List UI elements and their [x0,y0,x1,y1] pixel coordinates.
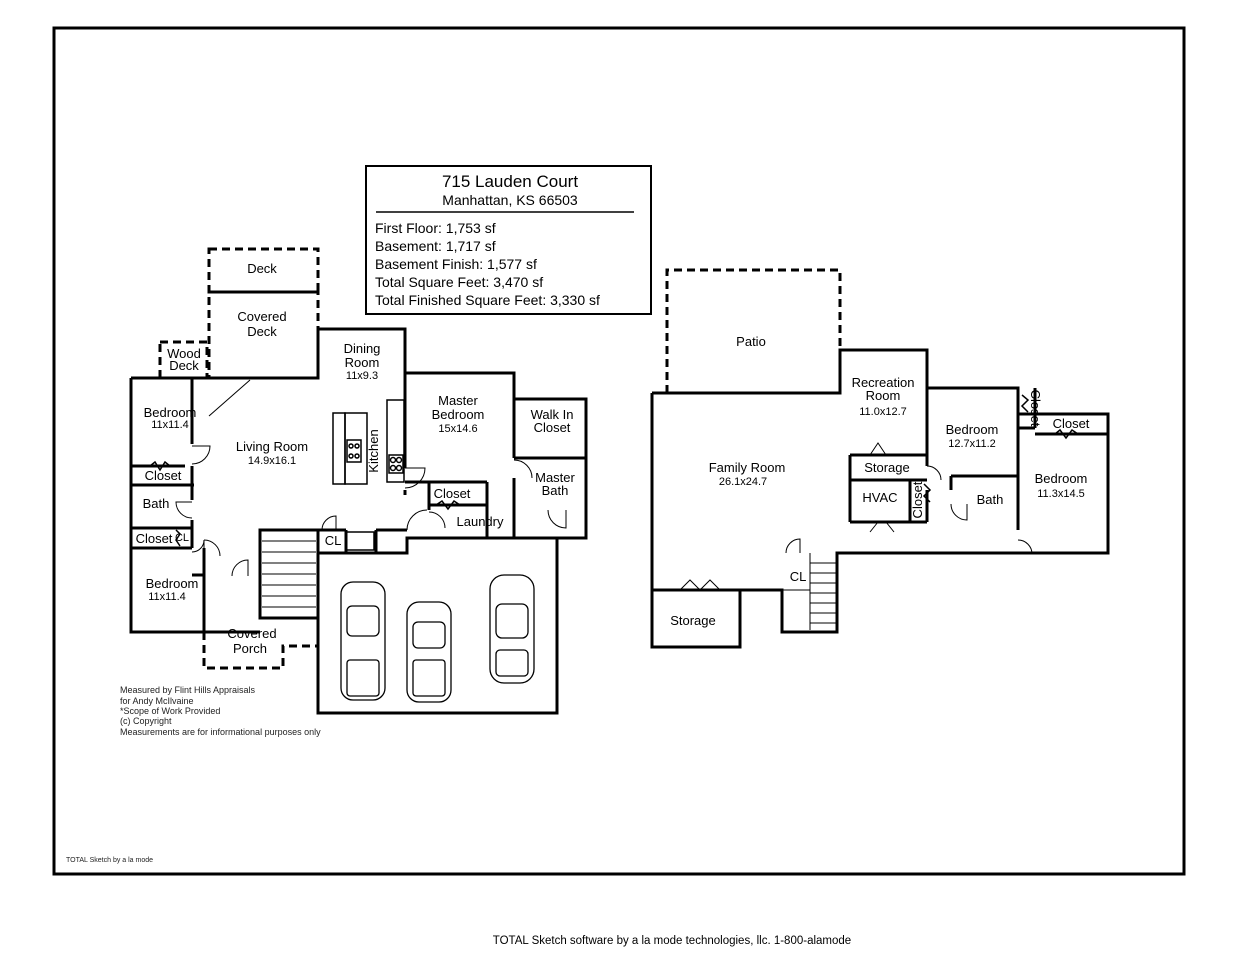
covered-porch-outline [202,632,318,670]
master-bath-label: Master [535,470,575,485]
recreation-room-dim: 11.0x12.7 [859,406,907,418]
stat-basement: Basement: 1,717 sf [375,238,496,254]
bath-basement-label: Bath [977,492,1004,507]
garage-cars [340,574,535,703]
footer-credit: TOTAL Sketch software by a la mode techn… [493,935,851,947]
small-cl-label: CL [175,532,189,544]
closet-b-label: Closet [434,486,471,501]
bedroom-2-dim: 11x11.4 [148,591,186,603]
stat-basement-finish: Basement Finish: 1,577 sf [375,256,537,272]
family-room-label: Family Room [709,460,786,475]
hvac-label: HVAC [862,490,897,505]
bath-label: Bath [143,496,170,511]
master-bedroom-dim: 15x14.6 [438,423,477,435]
master-bedroom-label: Master [438,393,478,408]
patio-label: Patio [736,334,766,349]
covered-deck-label-2: Deck [247,324,277,339]
note-line: Measured by Flint Hills Appraisals [120,685,256,695]
recreation-room-label: Recreation [852,375,915,390]
first-floor-stairs [258,528,320,620]
master-bath-label-2: Bath [542,483,569,498]
kitchen-island [332,412,346,485]
wood-deck-label: Wood [167,346,201,361]
covered-deck-label: Covered [237,309,286,324]
patio-outline [665,268,842,393]
stat-total-sf: Total Square Feet: 3,470 sf [375,274,543,290]
closet-a-label: Closet [145,468,182,483]
note-line: for Andy McIlvaine [120,696,194,706]
master-bedroom-label-2: Bedroom [432,407,485,422]
appraisal-notes: Measured by Flint Hills Appraisals for A… [120,685,321,737]
bedroom-2-label: Bedroom [146,576,199,591]
kitchen-counter [386,399,405,483]
dining-room-label: Dining [344,341,381,356]
dining-room-label-2: Room [345,355,380,370]
stat-first-floor: First Floor: 1,753 sf [375,220,496,236]
first-floor-plan: Deck Covered Deck Wood Deck Dining Room … [129,247,588,715]
deck-label: Deck [247,261,277,276]
recreation-room-label-2: Room [866,388,901,403]
cl-label: CL [325,533,342,548]
deck-outline [207,247,320,294]
living-room-dim: 14.9x16.1 [248,455,296,467]
bedroom-b-label: Bedroom [1035,471,1088,486]
basement-stairs [782,553,836,630]
storage-b-label: Storage [670,613,716,628]
covered-porch-label: Covered [227,626,276,641]
basement-walls [650,348,1110,649]
bedroom-b-dim: 11.3x14.5 [1037,488,1085,500]
walk-in-closet-label-2: Closet [534,420,571,435]
bedroom-a-dim: 12.7x11.2 [948,438,996,450]
storage-a-label: Storage [864,460,910,475]
living-room-label: Living Room [236,439,308,454]
title-block: 715 Lauden Court Manhattan, KS 66503 Fir… [365,165,652,315]
bedroom-1-dim: 11x11.4 [151,419,189,431]
wood-deck-label-2: Deck [169,358,199,373]
closet-hvac-label: Closet [910,481,925,518]
stat-total-finished-sf: Total Finished Square Feet: 3,330 sf [375,292,600,308]
note-line: (c) Copyright [120,716,172,726]
city-subtitle: Manhattan, KS 66503 [442,192,578,208]
note-line: *Scope of Work Provided [120,706,220,716]
dining-room-dim: 11x9.3 [346,370,378,382]
closet-vertical-label: Closet [1028,390,1043,427]
family-room-dim: 26.1x24.7 [719,476,767,488]
kitchen-label: Kitchen [366,429,381,472]
closet-c-label: Closet [136,531,173,546]
bedroom-1-label: Bedroom [144,405,197,420]
laundry-label: Laundry [457,514,504,529]
walk-in-closet-label: Walk In [531,407,574,422]
sheet-frame [52,26,1186,876]
basement-cl-label: CL [790,569,807,584]
garage-walls [316,536,559,715]
bedroom-a-label: Bedroom [946,422,999,437]
address-title: 715 Lauden Court [442,172,578,191]
basement-plan: Patio Recreation Room 11.0x12.7 Bedroom … [650,268,1110,649]
closet-horizontal-label: Closet [1053,416,1090,431]
note-line: Measurements are for informational purpo… [120,727,321,737]
covered-porch-label-2: Porch [233,641,267,656]
frame-credit: TOTAL Sketch by a la mode [66,857,153,864]
